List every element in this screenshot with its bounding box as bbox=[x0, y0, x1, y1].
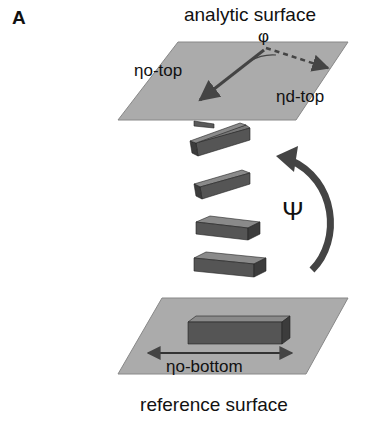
angle-arc bbox=[250, 55, 276, 61]
twist-label: Ψ bbox=[282, 198, 304, 224]
bottom-molecule bbox=[188, 316, 290, 344]
surface-title: reference surface bbox=[140, 395, 288, 414]
director-arrow-dashed bbox=[266, 48, 328, 68]
vector-label: ηd-top bbox=[276, 88, 324, 105]
vector-label: ηo-top bbox=[134, 62, 182, 79]
panel-letter: A bbox=[12, 8, 26, 27]
double-arrow bbox=[148, 352, 292, 354]
molecules bbox=[190, 121, 266, 277]
surface-title: analytic surface bbox=[184, 5, 316, 24]
director-arrow bbox=[200, 50, 264, 100]
vector-label: ηo-bottom bbox=[166, 358, 243, 375]
analytic-plate bbox=[118, 42, 348, 120]
angle-label: φ bbox=[258, 28, 269, 45]
rotation-arrowhead bbox=[276, 146, 298, 172]
reference-plate bbox=[118, 298, 348, 374]
